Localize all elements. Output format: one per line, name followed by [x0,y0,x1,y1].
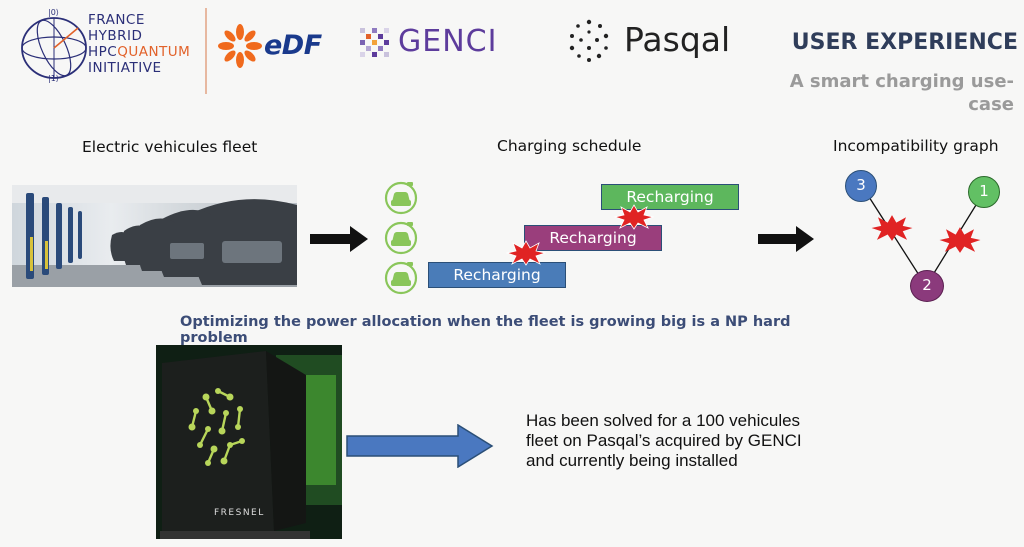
arrow-right-icon [758,226,814,252]
blue-arrow-right-icon [346,424,494,468]
fresnel-label: FRESNEL [214,508,265,518]
conflict-burst-icon [871,215,913,241]
genci-wordmark: GENCI [398,24,498,59]
edf-flower-icon [218,24,262,68]
solved-line-1: Has been solved for a 100 vehicules [526,411,801,430]
schedule-label: Charging schedule [497,137,642,155]
solved-statement: Has been solved for a 100 vehicules flee… [526,411,866,471]
header-divider [205,8,207,94]
france-hybrid-hpc-quantum-logo: |0⟩ |1⟩ FRANCE HYBRID HPCQUANTUM INITIAT… [18,8,200,88]
subtitle-line-1: A smart charging use- [789,71,1014,92]
pasqal-wordmark: Pasqal [624,20,731,59]
solved-line-3: and currently being installed [526,451,738,470]
subtitle-line-2: case [968,94,1014,115]
graph-node-1: 1 [968,176,1000,208]
graph-node-2-label: 2 [922,276,932,294]
fresnel-machine-photo: FRESNEL [156,345,342,539]
conflict-burst-icon [614,204,654,230]
ket-zero-label: |0⟩ [48,8,59,17]
genci-logo: GENCI [356,22,531,66]
edf-logo: eDF [218,22,328,72]
graph-node-2: 2 [910,270,944,302]
page-subtitle: A smart charging use- case [774,70,1014,116]
conflict-burst-icon [506,240,546,266]
np-hard-statement: Optimizing the power allocation when the… [180,314,791,346]
fh-line-hybrid: HYBRID [88,28,143,44]
graph-node-1-label: 1 [979,182,989,200]
graph-node-3-label: 3 [856,176,866,194]
solved-line-2: fleet on Pasqal’s acquired by GENCI [526,431,802,450]
conflict-burst-icon [939,227,981,253]
page-title: USER EXPERIENCE [791,30,1018,55]
sphere-icon [21,17,87,79]
fh-line-initiative: INITIATIVE [88,60,162,76]
arrow-right-icon [310,226,368,252]
ev-icons-column [383,180,419,296]
recharging-bar-3: Recharging [601,184,739,210]
fleet-photo [12,185,297,287]
fh-line-france: FRANCE [88,12,145,28]
recharging-bar-2: Recharging [524,225,662,251]
graph-label: Incompatibility graph [833,137,999,155]
fh-line-hpc: HPC [88,44,118,60]
edf-wordmark: eDF [264,30,322,61]
pasqal-logo: Pasqal [566,16,746,66]
pasqal-dots-icon [569,19,609,62]
fh-line-quantum: QUANTUM [117,44,191,60]
ket-one-label: |1⟩ [48,74,59,83]
graph-node-3: 3 [845,170,877,202]
genci-pixel-icon [360,28,389,57]
fleet-label: Electric vehicules fleet [82,138,258,156]
recharging-bar-1: Recharging [428,262,566,288]
